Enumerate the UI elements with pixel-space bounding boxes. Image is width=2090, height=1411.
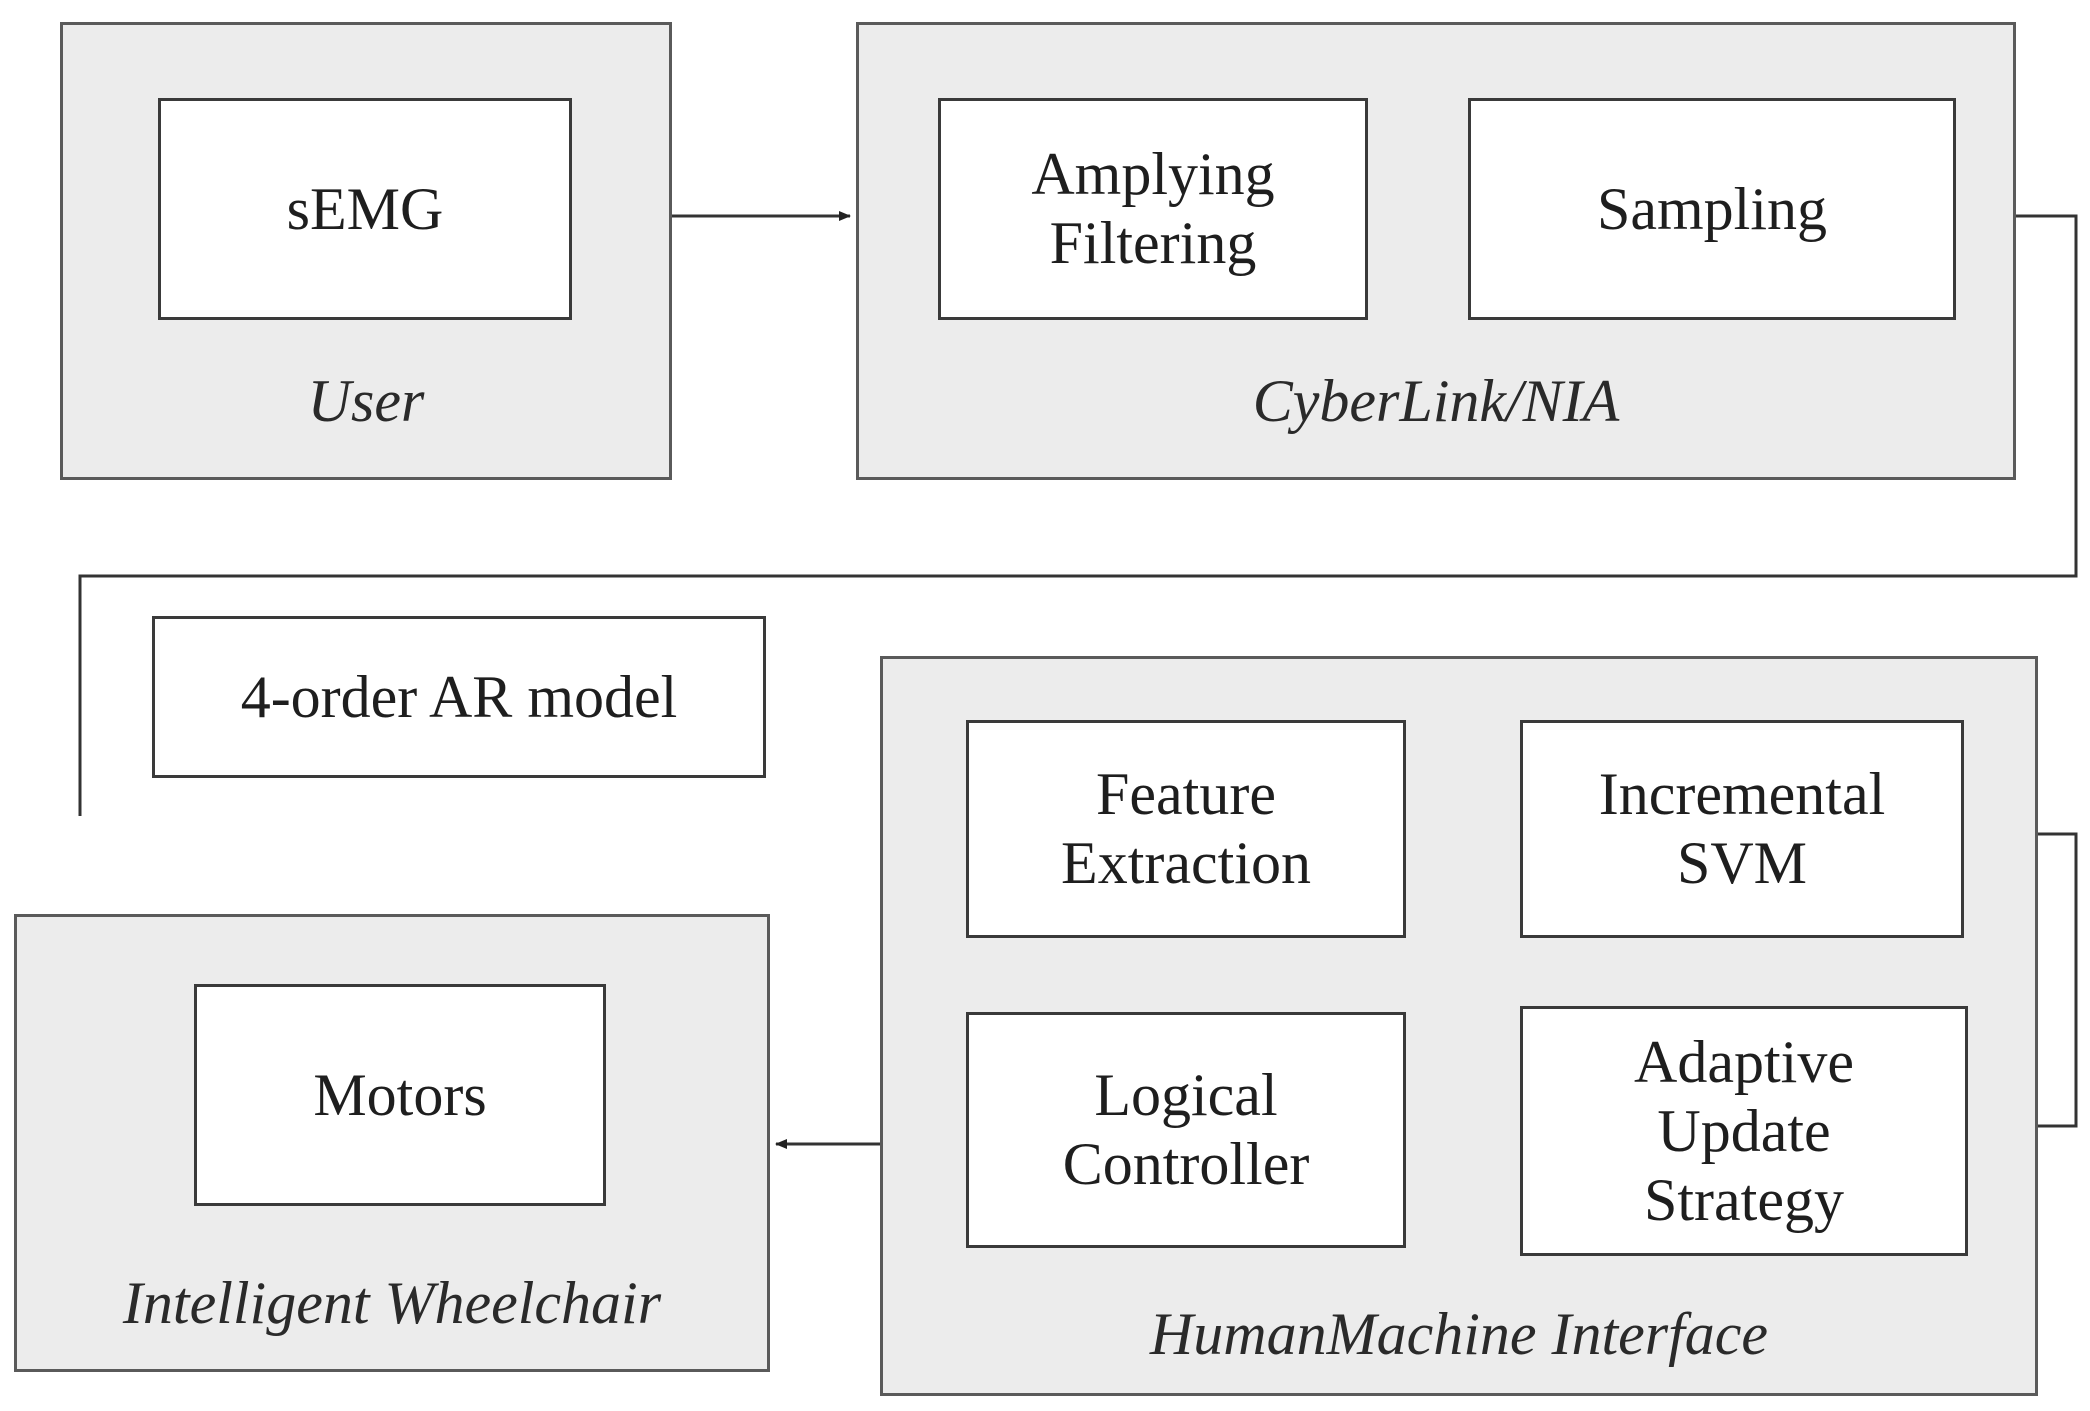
logical-label: Logical: [1094, 1062, 1278, 1128]
incremental-label: Incremental: [1598, 761, 1886, 827]
extraction-label: Extraction: [1061, 830, 1311, 896]
svm-label: SVM: [1676, 830, 1808, 896]
wheelchair-group-caption: Intelligent Wheelchair: [122, 1270, 662, 1336]
amplifying-filtering-node: Amplying Filtering: [938, 98, 1368, 320]
ar-model-node: 4-order AR model: [152, 616, 766, 778]
adaptive-label: Adaptive: [1634, 1028, 1854, 1095]
ar-model-label: 4-order AR model: [240, 663, 678, 730]
feature-label: Feature: [1096, 761, 1276, 827]
sampling-node: Sampling: [1468, 98, 1956, 320]
semg-node: sEMG: [158, 98, 572, 320]
feature-extraction-node: Feature Extraction: [966, 720, 1406, 938]
motors-node: Motors: [194, 984, 606, 1206]
filtering-label: Filtering: [1049, 210, 1257, 276]
hmi-group-caption: HumanMachine Interface: [1149, 1301, 1769, 1367]
strategy-label: Strategy: [1644, 1166, 1844, 1233]
semg-label: sEMG: [286, 175, 444, 242]
user-group-caption: User: [307, 368, 425, 434]
cyberlink-group-caption: CyberLink/NIA: [1252, 368, 1620, 434]
logical-controller-node: Logical Controller: [966, 1012, 1406, 1248]
amplifying-label: Amplying: [1031, 141, 1275, 207]
controller-label: Controller: [1062, 1131, 1310, 1197]
adaptive-update-strategy-node: Adaptive Update Strategy: [1520, 1006, 1968, 1256]
motors-label: Motors: [313, 1061, 487, 1128]
update-label: Update: [1657, 1097, 1831, 1164]
incremental-svm-node: Incremental SVM: [1520, 720, 1964, 938]
sampling-label: Sampling: [1596, 175, 1827, 242]
